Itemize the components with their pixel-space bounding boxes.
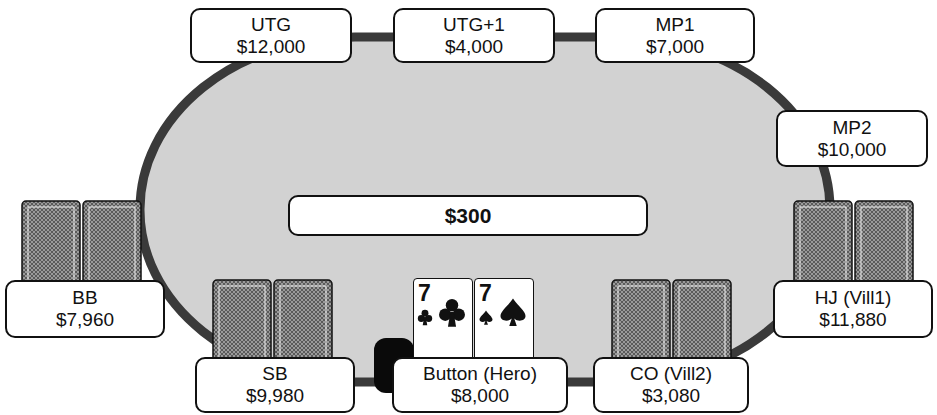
seat-box: UTG$12,000 [190, 8, 352, 63]
card-rank: 7 [418, 280, 431, 306]
seat-name: Button (Hero) [423, 363, 537, 385]
card-rank: 7 [479, 280, 492, 306]
chip-amount: $4,000 [445, 36, 503, 58]
table-felt [140, 37, 830, 382]
seat-box: UTG+1$4,000 [393, 8, 555, 63]
seat-name: SB [262, 363, 287, 385]
hidden-cards [794, 201, 913, 291]
seat-box: CO (Vill2)$3,080 [593, 357, 749, 413]
seat-name: UTG [251, 14, 291, 36]
chip-amount: $8,000 [451, 385, 509, 407]
seat-name: MP2 [832, 117, 871, 139]
hidden-cards [22, 201, 141, 291]
chip-amount: $12,000 [237, 36, 306, 58]
seat-box: MP2$10,000 [776, 110, 928, 167]
chip-amount: $10,000 [818, 139, 887, 161]
seat-box: SB$9,980 [195, 357, 355, 413]
seat-name: MP1 [655, 14, 694, 36]
pot-box: $300 [288, 195, 648, 236]
seat-box: MP1$7,000 [595, 8, 755, 63]
seat-name: CO (Vill2) [630, 363, 712, 385]
playing-card: 7 [474, 278, 534, 366]
seat-box: HJ (Vill1)$11,880 [773, 280, 933, 338]
chip-amount: $11,880 [819, 309, 886, 331]
chip-amount: $300 [445, 204, 492, 228]
chip-amount: $7,000 [646, 36, 704, 58]
chip-amount: $9,980 [246, 385, 304, 407]
playing-card: 7 [413, 278, 473, 366]
chip-amount: $3,080 [642, 385, 700, 407]
chip-amount: $7,960 [56, 309, 114, 331]
seat-box: BB$7,960 [5, 280, 165, 338]
seat-name: BB [72, 287, 97, 309]
seat-name: UTG+1 [443, 14, 505, 36]
seat-box: Button (Hero)$8,000 [392, 357, 568, 413]
seat-name: HJ (Vill1) [815, 287, 892, 309]
